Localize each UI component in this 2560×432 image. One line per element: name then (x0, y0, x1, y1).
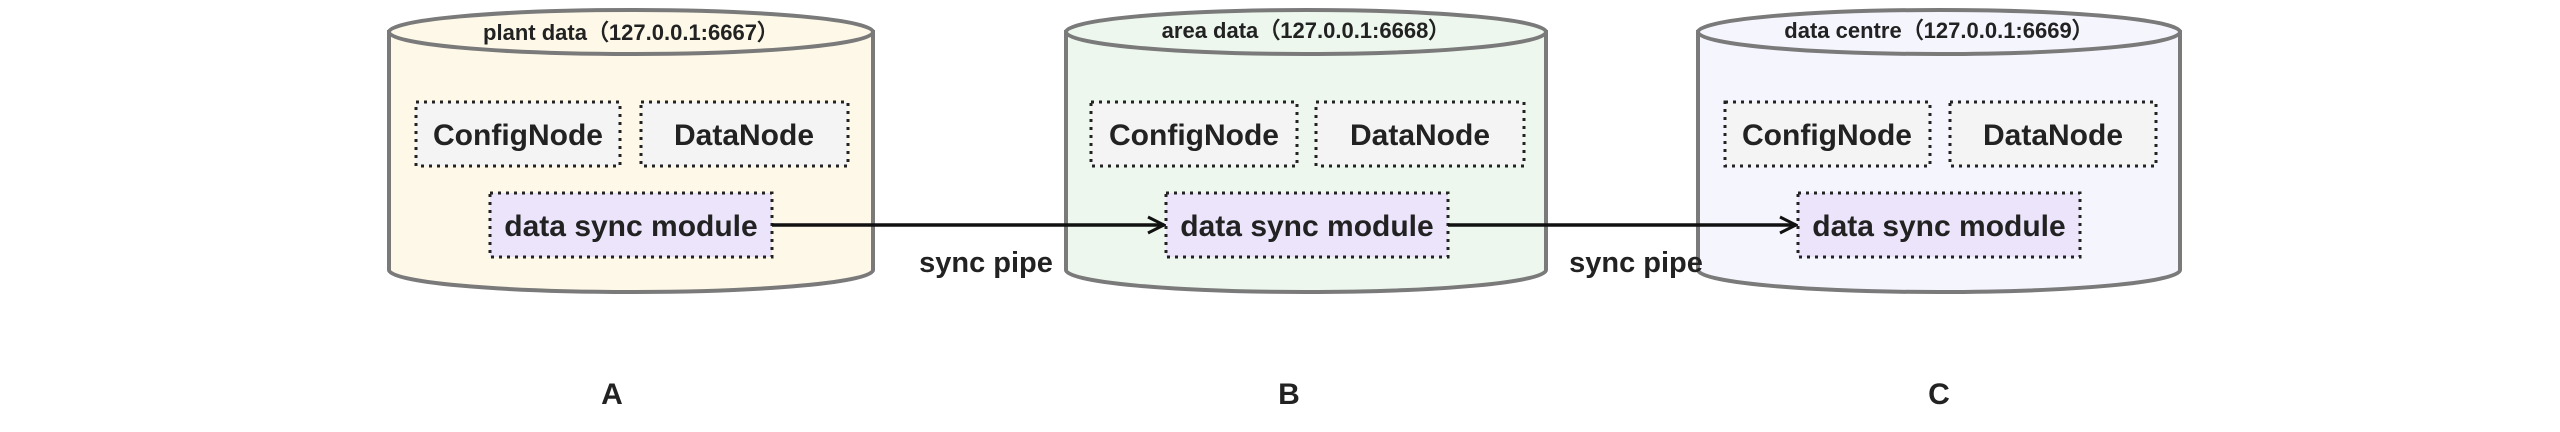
site-b-caption: B (1278, 378, 1300, 411)
site-b-title: area data（127.0.0.1:6668） (1162, 18, 1451, 43)
site-b-datanode-box (1314, 100, 1526, 168)
site-a-datanode-label: DataNode (674, 119, 814, 152)
site-b-cylinder: area data（127.0.0.1:6668） ConfigNode Dat… (1064, 8, 1548, 294)
site-a-confignode-box (414, 100, 622, 168)
site-b-top (1064, 8, 1548, 56)
site-b-sync-module-box (1164, 191, 1450, 259)
site-c-datanode-box (1948, 100, 2158, 168)
site-a-cylinder: plant data（127.0.0.1:6667） ConfigNode Da… (387, 8, 875, 294)
site-a-top (387, 8, 875, 56)
sync-pipe-a-to-b-label: sync pipe (919, 247, 1053, 279)
site-b-sync-module-label: data sync module (1180, 210, 1433, 243)
site-c-title: data centre（127.0.0.1:6669） (1784, 18, 2093, 43)
site-a-title: plant data（127.0.0.1:6667） (483, 20, 779, 45)
site-c-caption: C (1928, 378, 1950, 411)
site-a-caption: A (601, 378, 623, 411)
site-c-cylinder: data centre（127.0.0.1:6669） ConfigNode D… (1696, 8, 2182, 294)
site-b-datanode-label: DataNode (1350, 119, 1490, 152)
site-c-datanode-label: DataNode (1983, 119, 2123, 152)
site-c-confignode-label: ConfigNode (1742, 119, 1912, 152)
site-c-sync-module-label: data sync module (1812, 210, 2065, 243)
site-c-confignode-box (1723, 100, 1932, 168)
site-b-confignode-box (1089, 100, 1299, 168)
site-a-confignode-label: ConfigNode (433, 119, 603, 152)
site-b-confignode-label: ConfigNode (1109, 119, 1279, 152)
sync-pipe-b-to-c-label: sync pipe (1569, 247, 1703, 279)
site-c-sync-module-box (1796, 191, 2082, 259)
site-c-top (1696, 8, 2182, 56)
site-a-sync-module-label: data sync module (504, 210, 757, 243)
site-a-datanode-box (639, 100, 850, 168)
